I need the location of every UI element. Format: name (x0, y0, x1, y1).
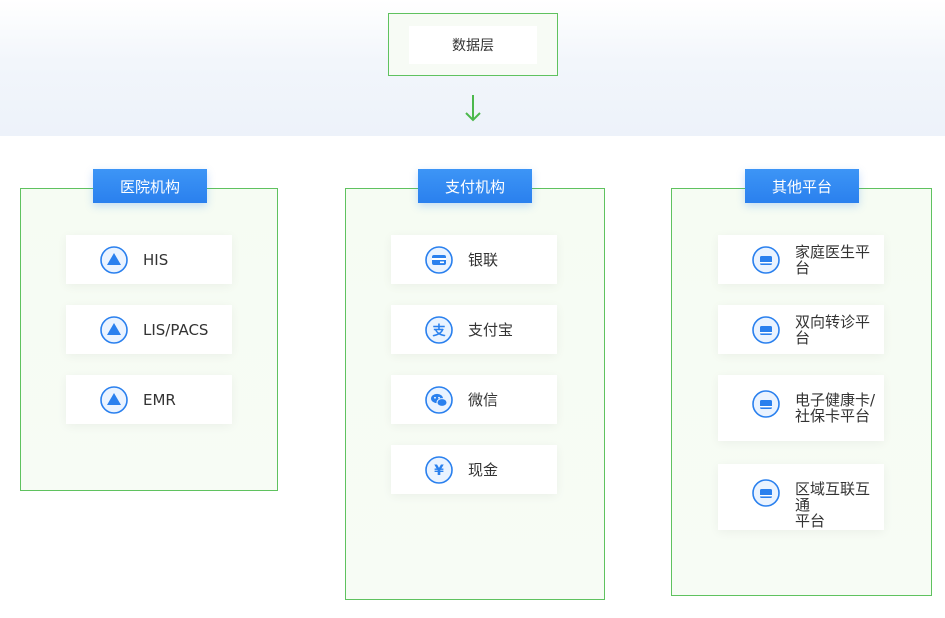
svg-text:¥: ¥ (434, 463, 444, 479)
card-label: LIS/PACS (143, 320, 209, 339)
card-label: 电子健康卡/ 社保卡平台 (795, 391, 876, 425)
card-label: HIS (143, 250, 169, 269)
card-his[interactable]: HIS (66, 235, 232, 284)
card-referral-platform[interactable]: 双向转诊平台 (718, 305, 884, 354)
alipay-icon: 支 (424, 315, 454, 345)
card-label: 区域互联互通 平台 (795, 480, 871, 530)
card-label: 微信 (468, 390, 499, 409)
card-wechat[interactable]: 微信 (391, 375, 557, 424)
card-lis-pacs[interactable]: LIS/PACS (66, 305, 232, 354)
card-family-doctor-platform[interactable]: 家庭医生平台 (718, 235, 884, 284)
card-regional-interop-platform[interactable]: 区域互联互通 平台 (718, 464, 884, 530)
group-title-hospital: 医院机构 (93, 169, 207, 203)
bank-card-icon (424, 245, 454, 275)
group-title-other-platforms: 其他平台 (745, 169, 859, 203)
down-arrow-icon (465, 95, 481, 122)
card-unionpay[interactable]: 银联 (391, 235, 557, 284)
triangle-icon (99, 315, 129, 345)
data-layer-label: 数据层 (409, 26, 537, 64)
card-alipay[interactable]: 支 支付宝 (391, 305, 557, 354)
card-label: 现金 (468, 460, 499, 479)
card-emr[interactable]: EMR (66, 375, 232, 424)
group-title-payment: 支付机构 (418, 169, 532, 203)
triangle-icon (99, 385, 129, 415)
card-label: EMR (143, 390, 176, 409)
platform-icon (751, 245, 781, 275)
yuan-icon: ¥ (424, 455, 454, 485)
card-label: 银联 (468, 250, 499, 269)
card-label: 双向转诊平台 (795, 312, 871, 347)
card-cash[interactable]: ¥ 现金 (391, 445, 557, 494)
card-label: 家庭医生平台 (795, 242, 871, 277)
card-label: 支付宝 (468, 320, 514, 339)
platform-icon (751, 478, 781, 508)
platform-icon (751, 315, 781, 345)
wechat-icon (424, 385, 454, 415)
platform-icon (751, 389, 781, 419)
triangle-icon (99, 245, 129, 275)
svg-text:支: 支 (431, 323, 446, 339)
card-health-card-platform[interactable]: 电子健康卡/ 社保卡平台 (718, 375, 884, 441)
data-layer-box: 数据层 (388, 13, 558, 76)
